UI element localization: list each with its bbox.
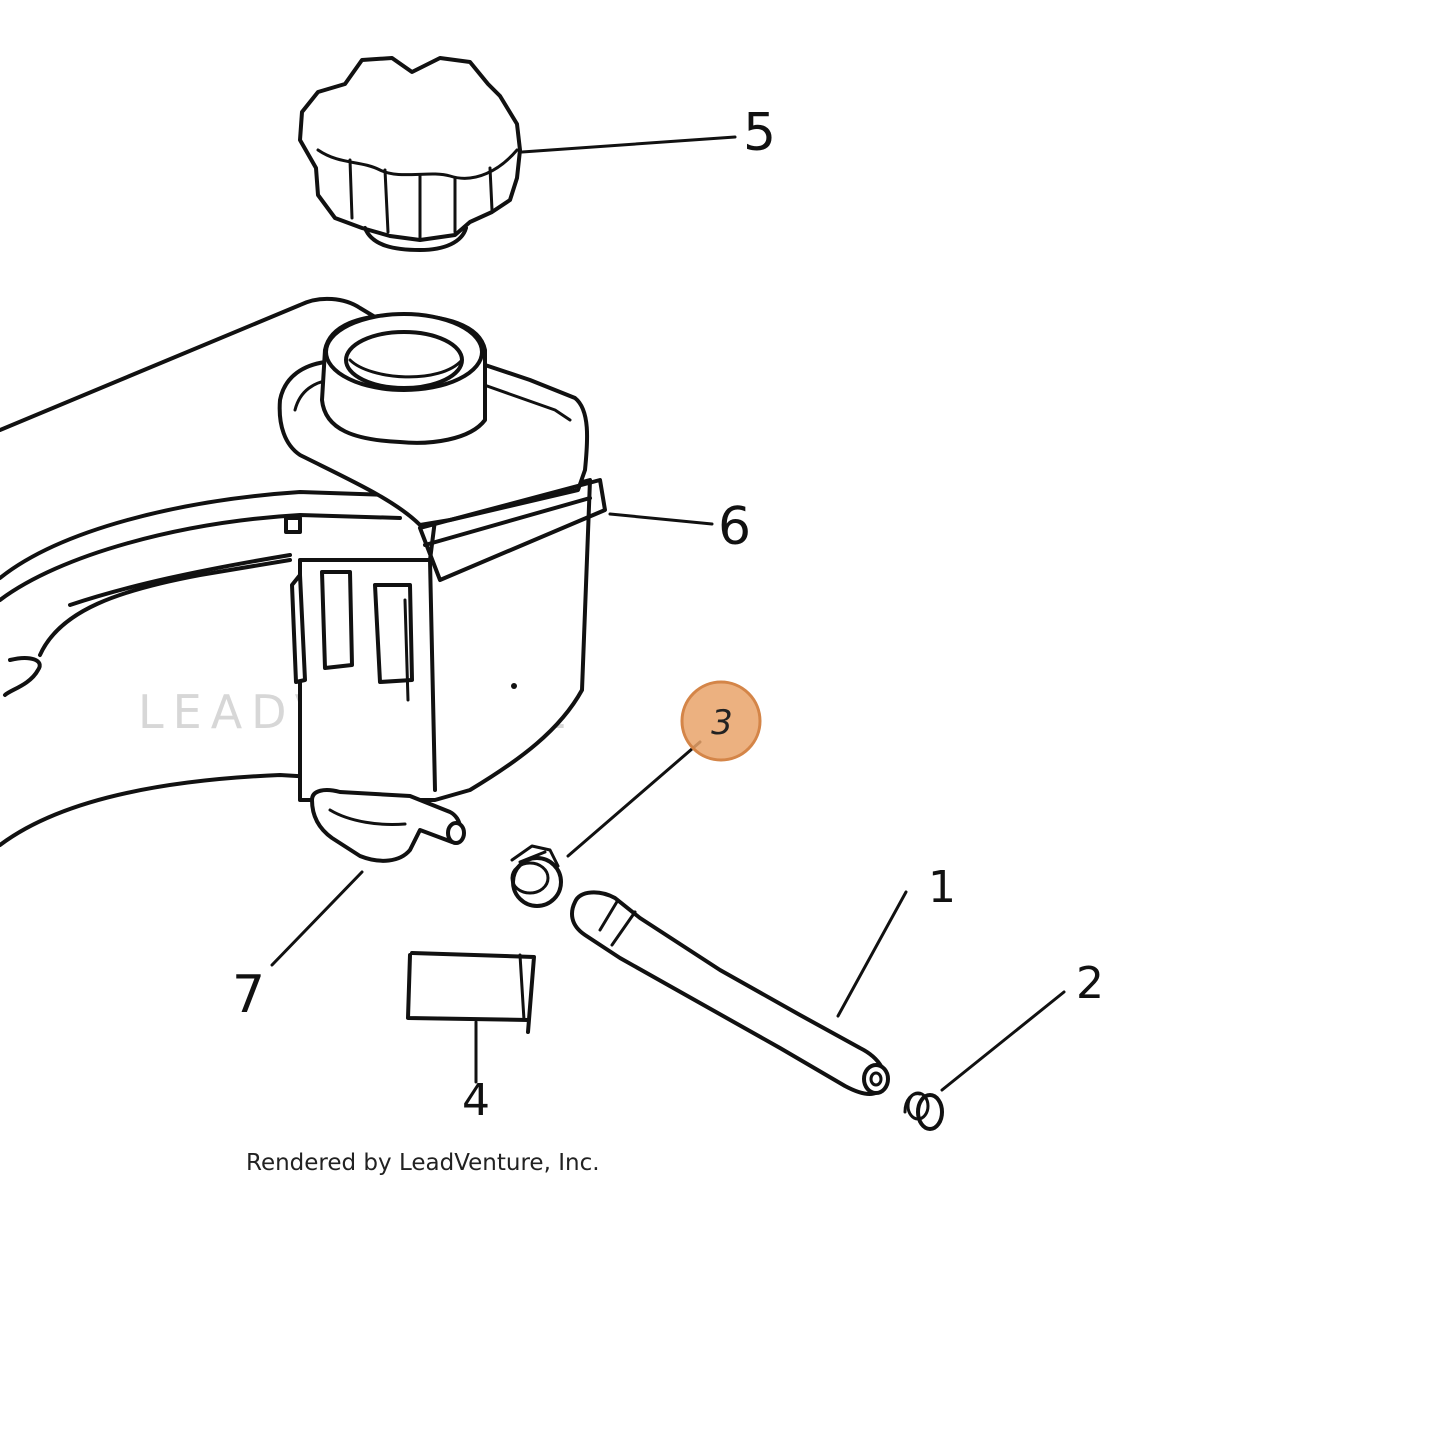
leader-line-6 (608, 512, 714, 526)
callout-3-highlight[interactable]: 3 (680, 680, 762, 762)
callout-7[interactable]: 7 (232, 965, 265, 1025)
callout-6[interactable]: 6 (718, 497, 751, 557)
part-5-cap-drawing[interactable] (298, 56, 522, 252)
leader-line-2 (940, 990, 1066, 1092)
part-2-clip-drawing[interactable] (903, 1091, 944, 1131)
part-6-reservoir-drawing[interactable] (0, 296, 607, 847)
leader-line-7 (270, 870, 364, 967)
part-4-label-drawing[interactable] (406, 951, 536, 1034)
highlight-circle (680, 680, 762, 762)
callout-2[interactable]: 2 (1076, 958, 1104, 1009)
leader-line-3 (566, 740, 702, 858)
part-1-hose-drawing[interactable] (570, 890, 890, 1096)
leader-line-5 (520, 135, 737, 154)
callout-4[interactable]: 4 (462, 1075, 490, 1126)
part-7-fitting-drawing[interactable] (310, 788, 466, 863)
leader-line-1 (836, 890, 908, 1018)
callout-5[interactable]: 5 (743, 103, 776, 163)
credit-text: Rendered by LeadVenture, Inc. (246, 1150, 600, 1176)
callout-1[interactable]: 1 (928, 862, 956, 913)
part-3-clamp-drawing[interactable] (510, 844, 563, 908)
callout-3[interactable]: 3 (711, 703, 733, 743)
